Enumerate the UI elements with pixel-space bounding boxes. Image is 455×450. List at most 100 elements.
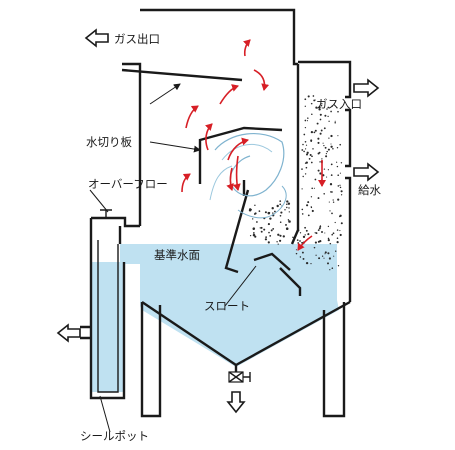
mist-dot — [302, 175, 304, 178]
mist-dot — [314, 241, 317, 244]
mist-dot — [334, 122, 336, 124]
mist-dot — [323, 144, 325, 147]
mist-dot — [317, 152, 320, 155]
seal-pot-label: シールポット — [80, 429, 149, 443]
leader-lines — [89, 83, 257, 433]
mist-dot — [327, 252, 330, 255]
mist-dot — [279, 239, 282, 242]
demister-plates — [121, 68, 283, 196]
drain-arrow — [226, 391, 246, 414]
seal-pot-water — [92, 262, 124, 392]
mist-dot — [310, 153, 312, 156]
mist-dot — [310, 161, 313, 164]
mist-dot — [264, 211, 267, 214]
mist-dot — [318, 257, 321, 260]
mist-dot — [340, 162, 343, 164]
mist-dot — [328, 201, 330, 203]
mist-dot — [317, 229, 320, 232]
gas-outlet-label: ガス出口 — [114, 32, 160, 46]
mist-dot — [313, 246, 316, 249]
mist-dot — [327, 237, 330, 240]
mist-dot — [254, 235, 257, 238]
mist-dot — [279, 221, 282, 223]
mist-dot — [311, 155, 313, 158]
mist-dot — [318, 227, 321, 230]
vessel-water — [120, 244, 339, 367]
mist-dot — [277, 243, 279, 245]
mist-dot — [333, 255, 335, 257]
spray-swirl — [209, 133, 287, 219]
mist-dot — [337, 174, 340, 177]
mist-dot — [280, 211, 283, 214]
mist-dot — [332, 232, 335, 235]
mist-dot — [324, 251, 327, 254]
vessel-walls — [91, 8, 352, 418]
reference-water-level-label: 基準水面 — [154, 248, 200, 262]
mist-dot — [319, 118, 322, 121]
mist-dot — [301, 208, 304, 211]
mist-dot — [305, 148, 307, 150]
mist-dot — [323, 257, 325, 259]
mist-dot — [295, 252, 298, 255]
mist-dot — [336, 241, 339, 244]
mist-dot — [311, 209, 314, 213]
mist-dot — [340, 194, 343, 196]
mist-dot — [303, 150, 305, 153]
mist-dot — [260, 230, 263, 233]
mist-dot — [252, 218, 254, 220]
mist-dot — [267, 223, 270, 226]
drain-valve — [228, 371, 251, 383]
mist-dot — [252, 227, 256, 230]
mist-dot — [305, 229, 308, 232]
mist-dot — [324, 253, 326, 255]
mist-dot — [316, 122, 319, 125]
mist-dot — [279, 203, 282, 206]
mist-dot — [299, 240, 301, 242]
mist-dot — [332, 201, 335, 203]
mist-dot — [299, 232, 302, 234]
mist-dot — [298, 243, 300, 246]
mist-dot — [302, 236, 305, 238]
mist-dot — [304, 126, 307, 129]
mist-dot — [252, 233, 256, 237]
mist-dot — [330, 174, 333, 176]
mist-dot — [317, 141, 320, 144]
mist-dot — [314, 99, 316, 101]
mist-dot — [321, 158, 323, 160]
mist-dot — [319, 225, 322, 227]
mist-dot — [305, 144, 308, 146]
mist-dot — [336, 229, 339, 231]
mist-dot — [302, 257, 305, 260]
mist-dot — [322, 142, 324, 144]
mist-dot — [339, 186, 342, 189]
mist-dot — [315, 254, 317, 256]
mist-dot — [317, 240, 320, 243]
mist-dot — [326, 150, 328, 153]
mist-dot — [329, 242, 332, 245]
mist-dot — [259, 227, 261, 229]
mist-dot — [307, 95, 310, 98]
mist-dot — [253, 232, 255, 234]
mist-dot — [301, 168, 303, 170]
mist-dot — [286, 203, 288, 206]
mist-dot — [258, 210, 261, 212]
mist-dot — [323, 127, 326, 130]
mist-dot — [324, 146, 327, 149]
mist-dot — [287, 219, 290, 221]
mist-dot — [319, 172, 322, 175]
mist-dot — [339, 143, 342, 146]
gas-flow-arrows — [181, 39, 326, 251]
mist-dot — [321, 231, 323, 233]
mist-dot — [304, 162, 307, 164]
mist-dot — [328, 257, 331, 260]
water-supply-arrow — [353, 162, 380, 182]
mist-dot — [304, 226, 307, 229]
overflow-label: オーバーフロー — [88, 177, 168, 191]
mist-dot — [313, 187, 315, 189]
mist-dot — [304, 98, 307, 101]
mist-dot — [304, 173, 307, 175]
mist-dot — [310, 206, 313, 208]
mist-dot — [310, 130, 314, 134]
gas-outlet-arrow — [84, 28, 109, 48]
mist-dot — [269, 235, 272, 237]
